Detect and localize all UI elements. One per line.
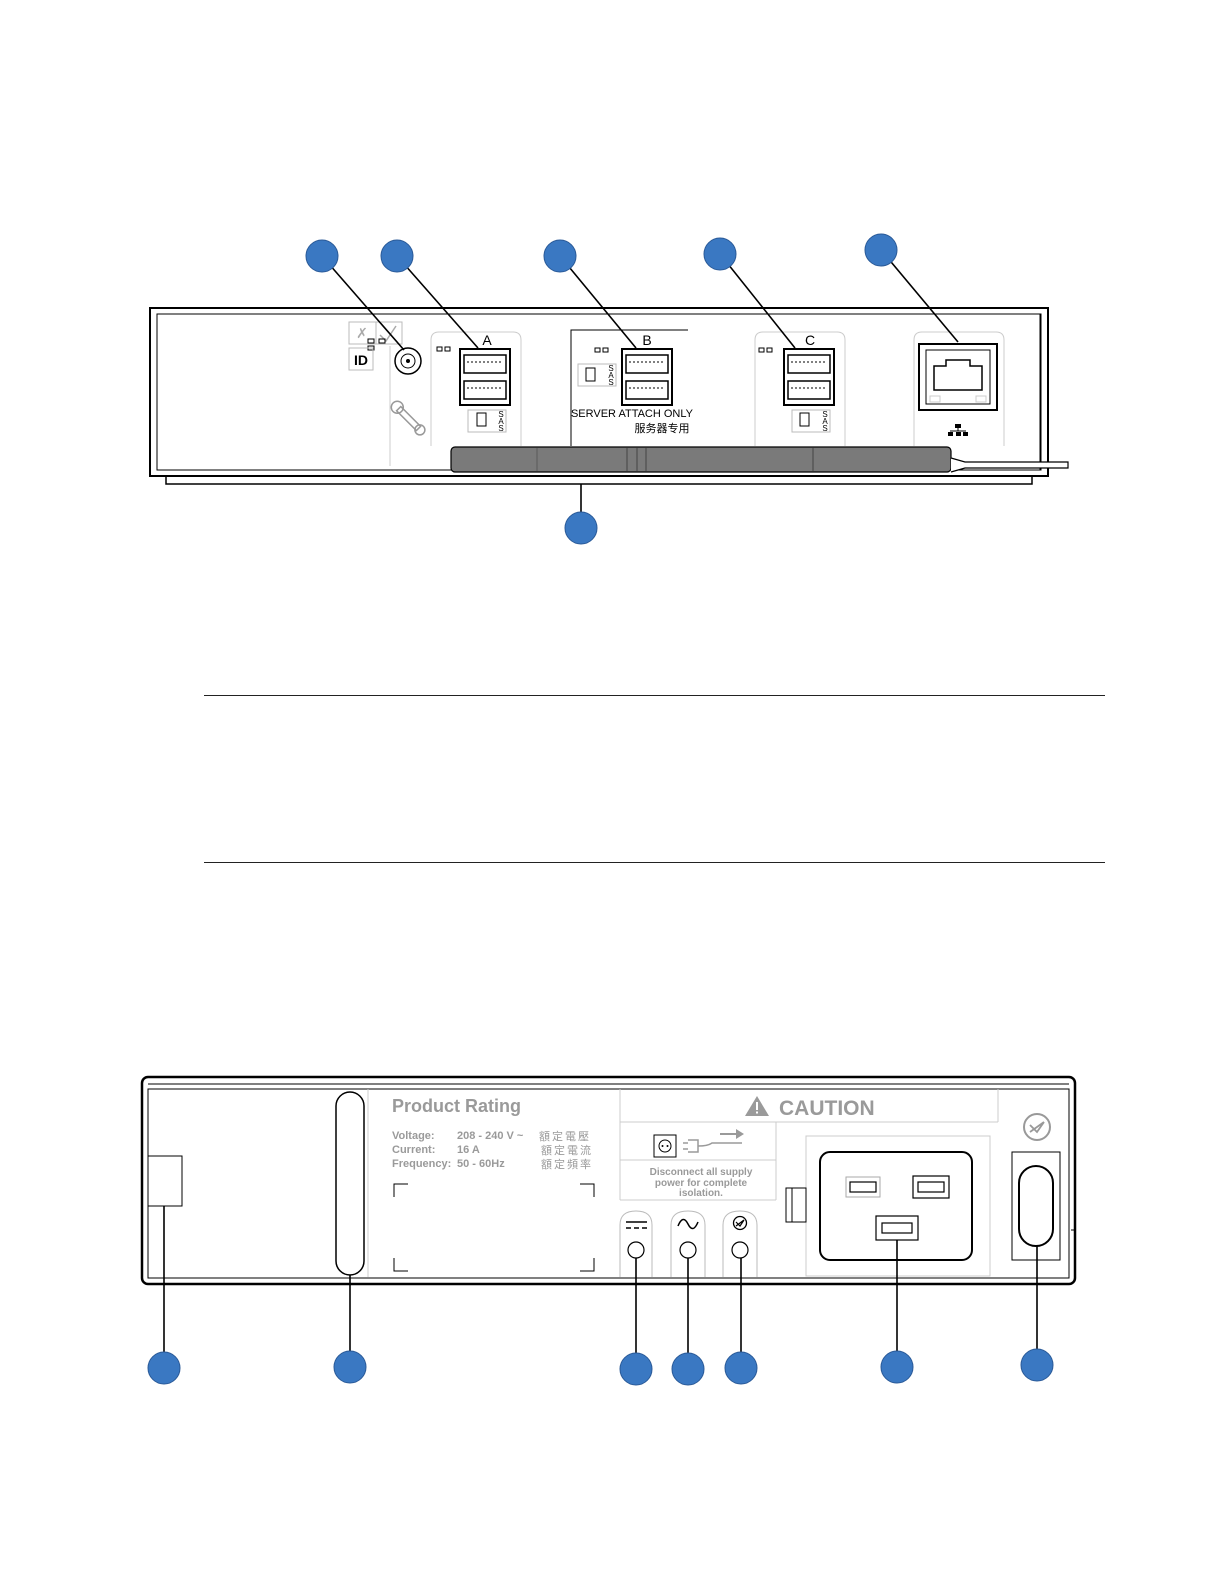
- disconnect-line-1: Disconnect all supply: [650, 1167, 753, 1178]
- standby-led: [723, 1211, 757, 1277]
- ethernet-bay: [914, 332, 1004, 446]
- voltage-zh: 額定電壓: [539, 1129, 591, 1143]
- callout-port-a: [381, 240, 413, 272]
- dc-power-icon: [626, 1222, 647, 1228]
- port-a-label: A: [482, 332, 492, 348]
- port-c-label: C: [805, 332, 815, 348]
- voltage-label: Voltage:: [392, 1130, 435, 1142]
- callout-ethernet-leader: [881, 250, 958, 342]
- frequency-zh: 額定頻率: [541, 1157, 593, 1171]
- callout-port-b: [544, 240, 576, 272]
- controller-front-diagram: ✗ ID A: [0, 0, 1224, 600]
- callout-port-a-leader: [397, 256, 478, 348]
- unplug-icon: [683, 1129, 744, 1152]
- id-button[interactable]: [395, 348, 421, 374]
- sas-port-a[interactable]: [460, 349, 510, 405]
- callout-ac-led: [672, 1353, 704, 1385]
- voltage-value: 208 - 240 V ~: [457, 1130, 524, 1142]
- id-led-area: ✗ ID: [349, 322, 428, 466]
- sas-c-s2: S: [822, 424, 827, 433]
- svg-text:✗: ✗: [356, 325, 368, 341]
- release-lever[interactable]: [451, 447, 1068, 472]
- disconnect-line-3: isolation.: [679, 1188, 723, 1199]
- rating-title: Product Rating: [392, 1096, 521, 1116]
- current-label: Current:: [392, 1144, 435, 1156]
- port-c-bay: C S A S: [755, 332, 845, 446]
- callout-port-c: [704, 238, 736, 270]
- standby-icon: [734, 1217, 747, 1230]
- port-a-bay: A S A S: [431, 332, 521, 446]
- network-icon: [948, 424, 968, 436]
- ac-inlet-bay: [776, 1122, 998, 1276]
- sas-a-s2: S: [498, 424, 503, 433]
- ac-power-icon: [678, 1219, 698, 1228]
- callout-dc-led: [620, 1353, 652, 1385]
- sas-port-c[interactable]: [784, 349, 834, 405]
- frequency-value: 50 - 60Hz: [457, 1158, 505, 1170]
- frequency-label: Frequency:: [392, 1158, 451, 1170]
- callout-standby-led: [725, 1352, 757, 1384]
- ethernet-port[interactable]: [919, 344, 997, 410]
- server-attach-text: SERVER ATTACH ONLY: [571, 408, 694, 420]
- port-b-bay: B S A S SERVER ATTACH ONLY 服务器专用: [571, 330, 694, 446]
- psu-handle[interactable]: [336, 1092, 364, 1275]
- current-zh: 額定電流: [541, 1143, 593, 1157]
- callout-ethernet: [865, 234, 897, 266]
- caution-title: CAUTION: [779, 1097, 875, 1120]
- label-frame-corners: [394, 1184, 594, 1271]
- callout-latch: [148, 1352, 180, 1384]
- callout-ac-inlet: [881, 1351, 913, 1383]
- wrench-icon: [389, 399, 428, 438]
- power-supply-rear-diagram: Product Rating Voltage: 208 - 240 V ~ 額定…: [0, 1000, 1224, 1420]
- sas-port-b[interactable]: [622, 349, 672, 405]
- rule-bottom: [204, 862, 1105, 863]
- power-outlet-icon: [654, 1135, 676, 1157]
- power-inlet[interactable]: [820, 1152, 972, 1260]
- warning-triangle-icon: [745, 1096, 769, 1116]
- power-switch[interactable]: [1019, 1166, 1053, 1246]
- callout-id-button: [306, 240, 338, 272]
- port-b-label: B: [642, 332, 651, 348]
- server-attach-text-zh: 服务器专用: [635, 421, 690, 435]
- rule-top: [204, 695, 1105, 696]
- power-switch-icon: [1024, 1114, 1050, 1140]
- callout-release-lever: [565, 512, 597, 544]
- psu-latch[interactable]: [148, 1156, 182, 1206]
- callout-power-switch: [1021, 1349, 1053, 1381]
- current-value: 16 A: [457, 1144, 480, 1156]
- id-label: ID: [354, 352, 368, 368]
- product-rating-label: Product Rating Voltage: 208 - 240 V ~ 額定…: [368, 1089, 594, 1277]
- callout-handle: [334, 1351, 366, 1383]
- sas-b-s2: S: [608, 378, 613, 387]
- power-switch-bay: [1012, 1114, 1060, 1260]
